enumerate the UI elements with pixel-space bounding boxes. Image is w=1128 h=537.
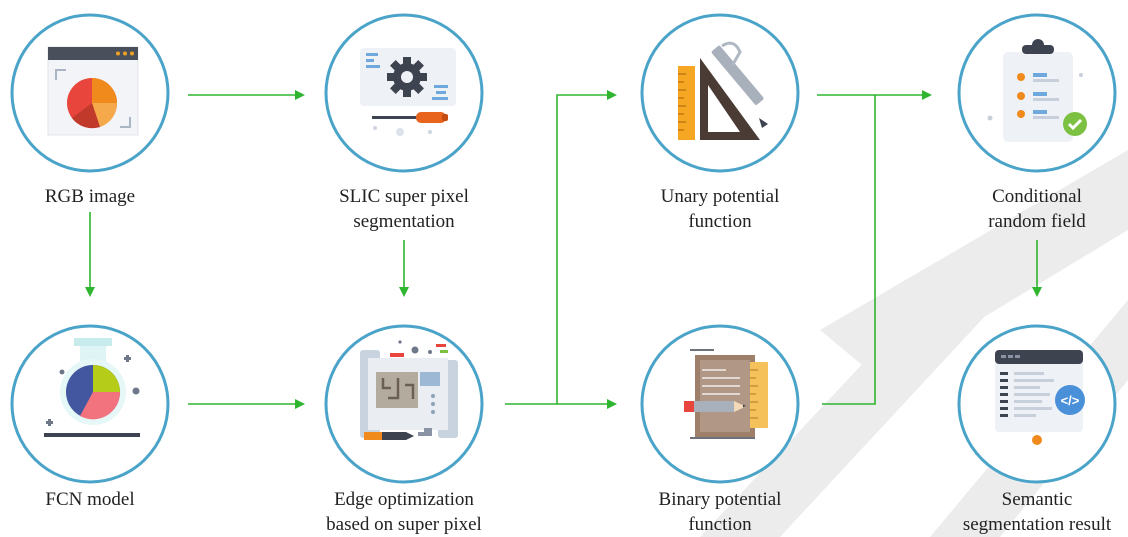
label-line: function <box>688 514 752 535</box>
label-line: FCN model <box>45 489 135 510</box>
arrow-binary-merge <box>822 95 876 405</box>
gear-screwdriver-icon <box>360 48 456 136</box>
label-line: segmentation result <box>962 514 1112 535</box>
label-binary-potential: Binary potential function <box>610 487 830 537</box>
label-line: Semantic <box>1001 489 1073 510</box>
pie-chart-window-icon <box>47 46 139 136</box>
label-conditional-random-field: Conditional random field <box>927 184 1128 234</box>
label-line: Conditional <box>992 186 1082 207</box>
label-rgb-image: RGB image <box>0 184 200 209</box>
label-line: Binary potential <box>658 489 782 510</box>
label-edge-optimization: Edge optimization based on super pixel <box>294 487 514 537</box>
label-line: segmentation <box>353 211 455 232</box>
clipboard-check-icon <box>987 39 1087 142</box>
label-line: Unary potential <box>660 186 780 207</box>
label-fcn-model: FCN model <box>0 487 200 512</box>
ruler-triangle-pencil-icon <box>678 41 768 140</box>
label-unary-potential: Unary potential function <box>610 184 830 234</box>
label-slic-segmentation: SLIC super pixel segmentation <box>294 184 514 234</box>
label-line: Edge optimization <box>334 489 474 510</box>
label-line: random field <box>988 211 1086 232</box>
code-window-icon: </> <box>995 350 1085 445</box>
flask-pie-chart-icon <box>44 338 140 437</box>
label-line: SLIC super pixel <box>339 186 469 207</box>
label-line: based on super pixel <box>326 514 482 535</box>
label-semantic-segmentation: Semantic segmentation result <box>927 487 1128 537</box>
arrow-edge-branch <box>505 90 617 405</box>
blueprint-board-icon <box>360 340 458 440</box>
notebook-pencil-icon <box>684 349 768 439</box>
label-line: function <box>688 211 752 232</box>
label-line: RGB image <box>44 186 136 207</box>
svg-text:</>: </> <box>1061 393 1080 408</box>
